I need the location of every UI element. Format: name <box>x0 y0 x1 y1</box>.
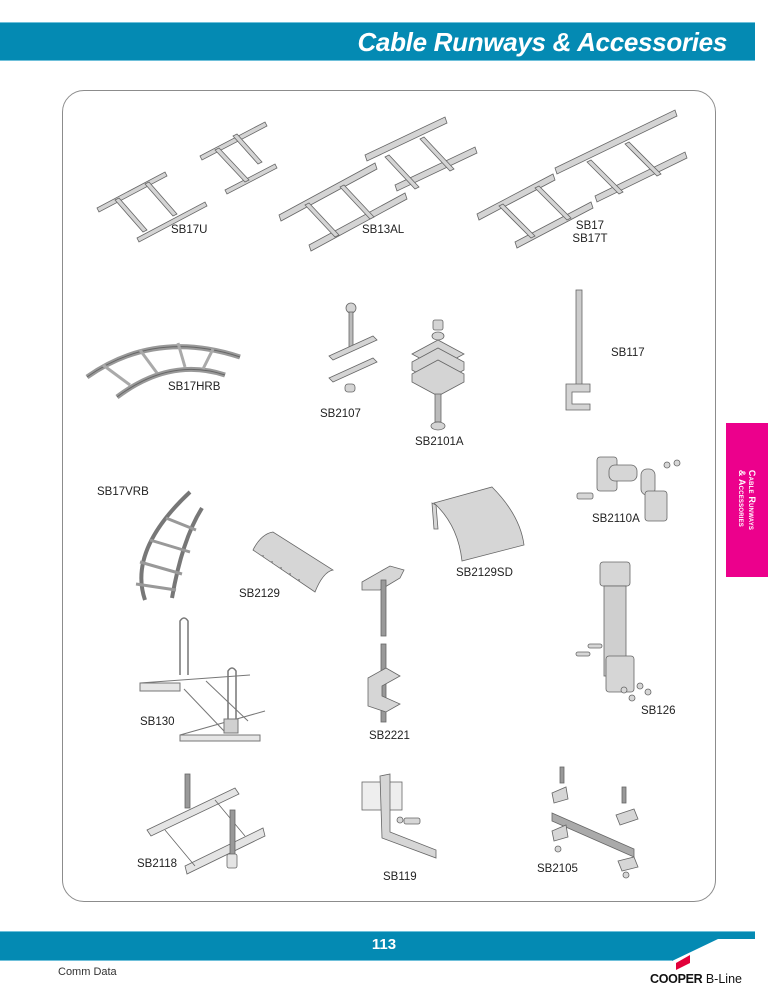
logo-text-bold: COOPER <box>650 972 703 986</box>
sb17u-illustration <box>95 120 278 250</box>
product-label-sb2107: SB2107 <box>320 408 361 420</box>
logo-text-light: B-Line <box>702 972 742 986</box>
product-label-sb17vrb: SB17VRB <box>97 486 149 498</box>
sb17hrb-illustration <box>85 335 255 405</box>
logo-mark-icon <box>676 955 690 970</box>
product-label-sb13al: SB13AL <box>362 224 405 236</box>
product-label-sb17: SB17 SB17T <box>570 220 610 246</box>
page-title: Cable Runways & Accessories <box>357 27 727 57</box>
footer-bar <box>0 931 755 961</box>
sb117-illustration <box>560 288 600 413</box>
sb126-illustration <box>570 560 670 710</box>
page-number: 113 <box>371 936 397 953</box>
product-label-sb17t-line2: SB17T <box>572 233 608 245</box>
product-label-sb17hrb: SB17HRB <box>168 381 221 393</box>
section-tab-line2: & Accessories <box>737 469 747 527</box>
section-tab-label: Cable Runways & Accessories <box>737 470 757 530</box>
product-label-sb2101a: SB2101A <box>415 436 464 448</box>
product-label-sb2118: SB2118 <box>137 858 178 870</box>
sb17-illustration <box>475 109 688 249</box>
sb2107-illustration <box>325 300 385 400</box>
sb2129-illustration <box>245 530 335 595</box>
footer-section-label: Comm Data <box>58 966 117 978</box>
sb2221-illustration <box>360 560 410 725</box>
sb130-illustration <box>139 615 266 742</box>
product-label-sb130: SB130 <box>140 716 175 728</box>
sb2129sd-illustration <box>430 485 530 565</box>
product-label-sb17-line1: SB17 <box>575 220 605 232</box>
section-tab[interactable]: Cable Runways & Accessories <box>726 423 768 577</box>
product-label-sb2110a: SB2110A <box>592 513 640 525</box>
sb2105-illustration <box>540 765 650 880</box>
product-label-sb2221: SB2221 <box>369 730 410 742</box>
section-tab-line1: Cable Runways <box>747 469 757 531</box>
product-label-sb17u: SB17U <box>171 224 208 236</box>
product-label-sb119: SB119 <box>383 871 417 883</box>
cooper-bline-logo: COOPER B-Line <box>650 955 760 989</box>
product-label-sb117: SB117 <box>611 347 645 359</box>
sb13al-illustration <box>275 115 478 255</box>
sb2118-illustration <box>145 770 266 880</box>
header-bar: Cable Runways & Accessories <box>0 22 755 61</box>
product-label-sb2105: SB2105 <box>537 863 578 875</box>
sb2101a-illustration <box>408 318 468 433</box>
product-label-sb2129: SB2129 <box>239 588 280 600</box>
sb2110a-illustration <box>575 455 685 535</box>
logo-text: COOPER B-Line <box>650 972 742 986</box>
sb119-illustration <box>360 770 450 865</box>
product-label-sb126: SB126 <box>641 705 676 717</box>
product-label-sb2129sd: SB2129SD <box>456 567 513 579</box>
sb17vrb-illustration <box>110 490 210 605</box>
